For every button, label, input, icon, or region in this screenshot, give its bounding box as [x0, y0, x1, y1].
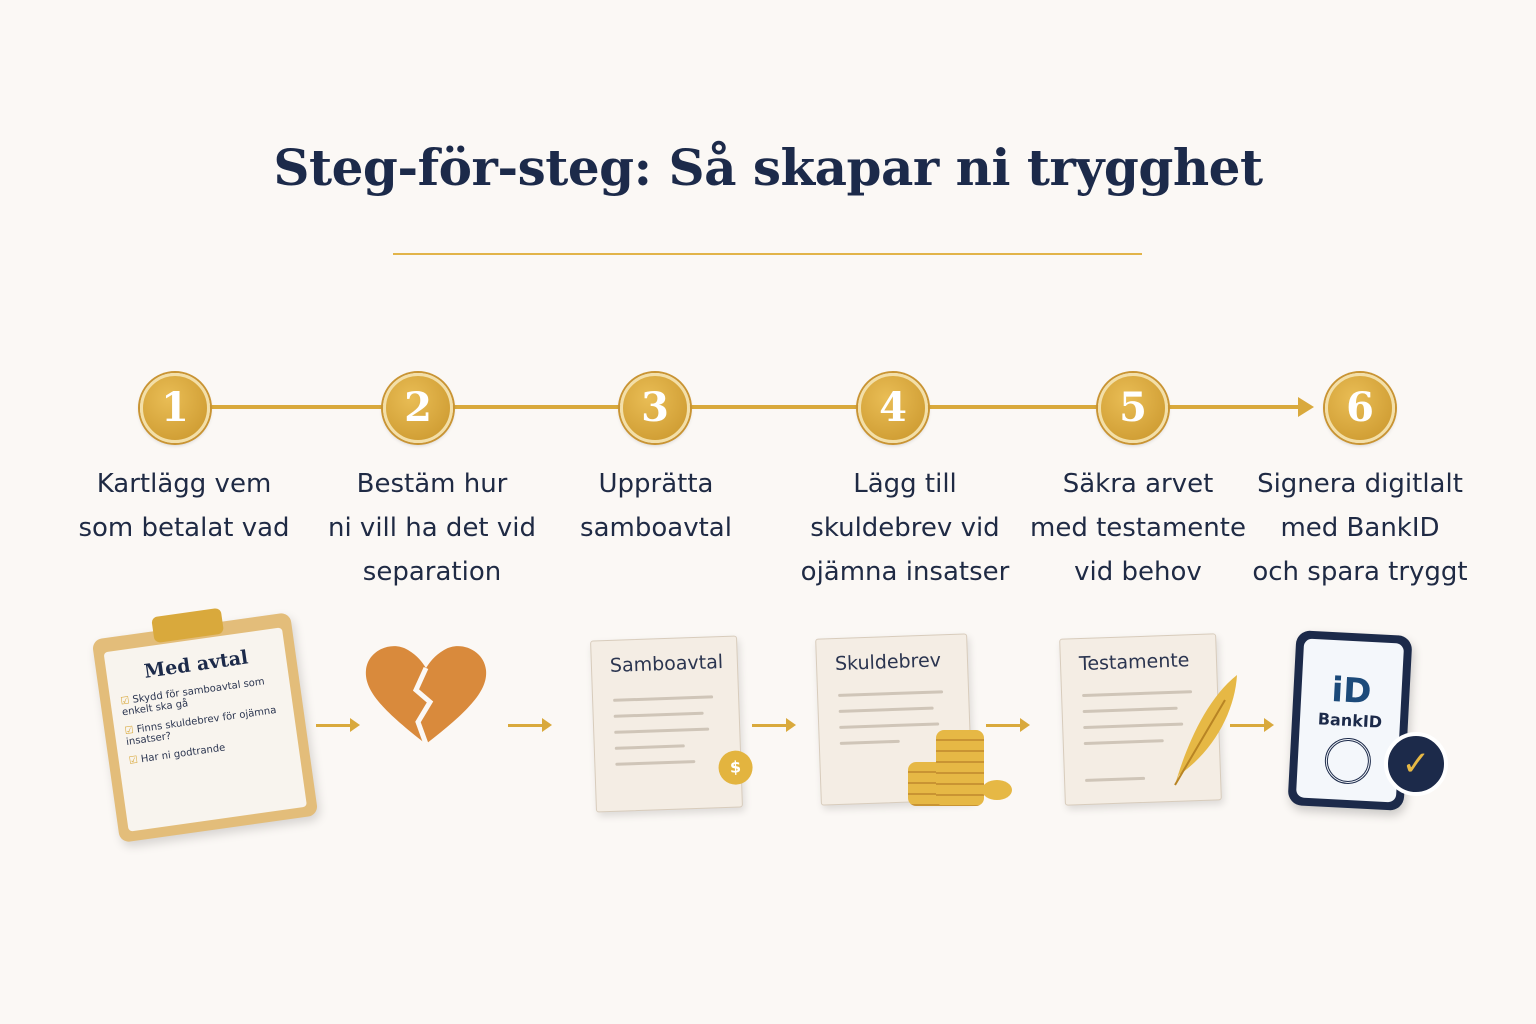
bankid-label: BankID: [1317, 709, 1383, 732]
step-4-badge: 4: [858, 373, 928, 443]
title-divider: [393, 253, 1142, 255]
quill-feather-icon: [1174, 675, 1237, 786]
document-title: Samboavtal: [609, 650, 724, 677]
broken-heart-icon: [365, 646, 487, 745]
clipboard-illustration: Med avtal ☑ Skydd för samboavtal som enk…: [91, 607, 319, 843]
step-1-badge: 1: [140, 373, 210, 443]
step-3-badge: 3: [620, 373, 690, 443]
checkmark-icon: ✓: [1384, 732, 1448, 796]
step-6-badge: 6: [1325, 373, 1395, 443]
arrow-icon: [986, 718, 1030, 732]
arrow-icon: [752, 718, 796, 732]
fingerprint-icon: [1323, 736, 1373, 786]
arrow-icon: [316, 718, 360, 732]
step-5-badge: 5: [1098, 373, 1168, 443]
timeline-line: [175, 405, 1303, 409]
samboavtal-document: Samboavtal $: [590, 635, 754, 813]
step-2-badge: 2: [383, 373, 453, 443]
timeline-arrow-icon: [1298, 397, 1314, 417]
seal-icon: $: [717, 750, 754, 786]
bankid-logo-icon: iD: [1330, 670, 1373, 713]
page-title: Steg-för-steg: Så skapar ni trygghet: [273, 138, 1263, 197]
arrow-icon: [508, 718, 552, 732]
arrow-icon: [1230, 718, 1274, 732]
document-title: Skuldebrev: [834, 649, 942, 676]
